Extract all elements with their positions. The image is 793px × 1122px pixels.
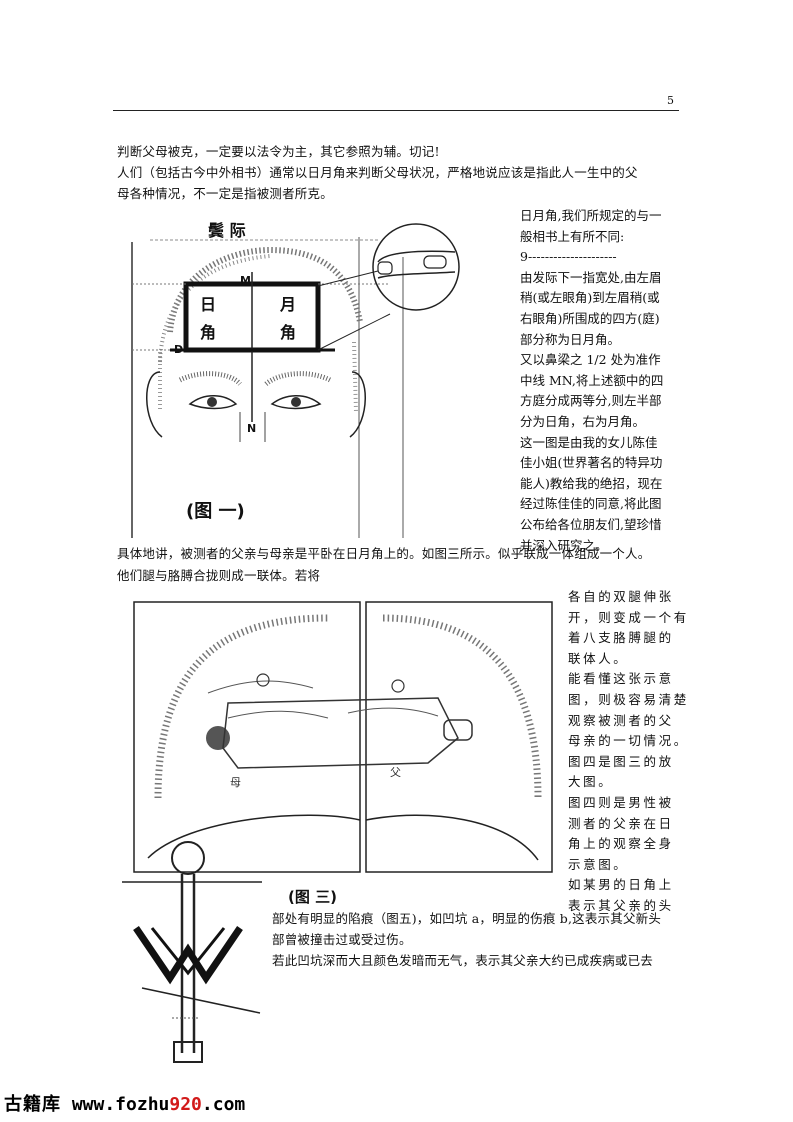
- text-line: 测者的父亲在日: [568, 815, 674, 831]
- text-line: 般相书上有所不同:: [520, 228, 625, 244]
- figure-1-jiao-left: 角: [200, 323, 216, 342]
- figure-3-father-label: 父: [390, 766, 401, 779]
- watermark-url-a: www.fozhu: [61, 1094, 170, 1115]
- text-line: 表示其父亲的头: [568, 897, 674, 913]
- figure-1-label-d: D: [174, 343, 183, 356]
- page-number: 5: [667, 94, 674, 107]
- text-line: 右眼角)所围成的四方(庭): [520, 310, 660, 326]
- text-line: 日月角,我们所规定的与一: [520, 208, 662, 223]
- text-line: 分为日角，右为月角。: [520, 413, 646, 429]
- text-line: 图四是图三的放: [568, 753, 674, 769]
- watermark-url-c: .com: [201, 1094, 246, 1115]
- text-line: 方庭分成两等分,则左半部: [520, 393, 662, 409]
- text-line: 联体人。: [568, 650, 629, 666]
- text-line: 各自的双腿伸张: [568, 589, 674, 604]
- header-rule: [113, 110, 679, 111]
- text-line: 能人)教给我的绝招，现在: [520, 475, 663, 491]
- text-line: 图，则极容易清楚: [568, 691, 689, 707]
- text-line: 经过陈佳佳的同意,将此图: [520, 496, 662, 512]
- watermark-cn: 古籍库: [4, 1094, 61, 1115]
- figure-1-moon-char: 月: [279, 295, 296, 314]
- figure-4-body-diagram: [122, 841, 262, 1063]
- watermark-url-b: 920: [169, 1094, 202, 1115]
- figure-1-sun-char: 日: [200, 295, 216, 314]
- text-line: 部曾被撞击过或受过伤。: [272, 932, 412, 947]
- text-line: 部处有明显的陷痕（图五)，如凹坑 a，明显的伤痕 b,这表示其父新头: [272, 911, 662, 926]
- text-line: 由发际下一指宽处,由左眉: [520, 269, 662, 285]
- figure-1-top-label: 鬓 际: [208, 221, 246, 240]
- text-line: 人们（包括古今中外相书）通常以日月角来判断父母状况，严格地说应该是指此人一生中的…: [117, 165, 638, 180]
- figure-3-mother-label: 母: [230, 776, 241, 789]
- text-line: 能看懂这张示意: [568, 671, 674, 687]
- text-line: 图四则是男性被: [568, 794, 674, 810]
- watermark-logo: 古籍库 www.fozhu920.com: [4, 1090, 245, 1116]
- text-line: 观察被测者的父: [568, 712, 674, 728]
- text-line: 佳小姐(世界著名的特异功: [520, 455, 663, 471]
- text-line: 具体地讲，被测者的父亲与母亲是平卧在日月角上的。如图三所示。似乎联成一体组成一个…: [117, 546, 651, 561]
- text-line: 中线 MN,将上述额中的四: [520, 372, 664, 388]
- figure-1-label-m: M: [240, 274, 251, 287]
- text-line: 判断父母被克，一定要以法令为主，其它参照为辅。切记!: [117, 144, 440, 159]
- text-line: 大图。: [568, 774, 614, 790]
- figure-3-parents-diagram: 母 父 (图 三): [133, 601, 553, 906]
- text-line: 并深入研究之。: [520, 537, 608, 553]
- text-line: 着八支胳膊腿的: [568, 630, 674, 646]
- text-line: 母亲的一切情况。: [568, 733, 689, 749]
- text-line: 母各种情况，不一定是指被测者所克。: [117, 186, 333, 201]
- figure-1-jiao-right: 角: [280, 323, 296, 342]
- text-line: 又以鼻梁之 1/2 处为准作: [520, 352, 661, 368]
- figure-1-face-diagram: 鬓 际 M N D 日 月 角 角 (图 一): [131, 221, 460, 538]
- figure-1-label-n: N: [247, 422, 256, 435]
- figure-3-caption: (图 三): [288, 888, 337, 906]
- text-line: 公布给各位朋友们,望珍惜: [520, 516, 662, 532]
- text-line: 开，则变成一个有: [568, 609, 689, 625]
- text-line: 9---------------------: [520, 249, 617, 265]
- text-line: 他们腿与胳膊合拢则成一联体。若将: [117, 568, 321, 583]
- text-line: 示意图。: [568, 856, 629, 872]
- text-line: 部分称为日月角。: [520, 331, 621, 347]
- text-line: 若此凹坑深而大且颜色发暗而无气，表示其父亲大约已成疾病或已去: [272, 953, 654, 968]
- text-line: 稍(或左眼角)到左眉稍(或: [520, 290, 660, 306]
- text-line: 角上的观察全身: [568, 836, 674, 852]
- text-line: 如某男的日角上: [568, 877, 674, 893]
- text-line: 这一图是由我的女儿陈佳: [520, 434, 658, 450]
- right-column-2: 各自的双腿伸张 开，则变成一个有 着八支胳膊腿的 联体人。 能看懂这张示意 图，…: [568, 587, 689, 917]
- right-column-1: 日月角,我们所规定的与一 般相书上有所不同: 9----------------…: [520, 206, 663, 556]
- figure-1-caption: (图 一): [186, 501, 245, 522]
